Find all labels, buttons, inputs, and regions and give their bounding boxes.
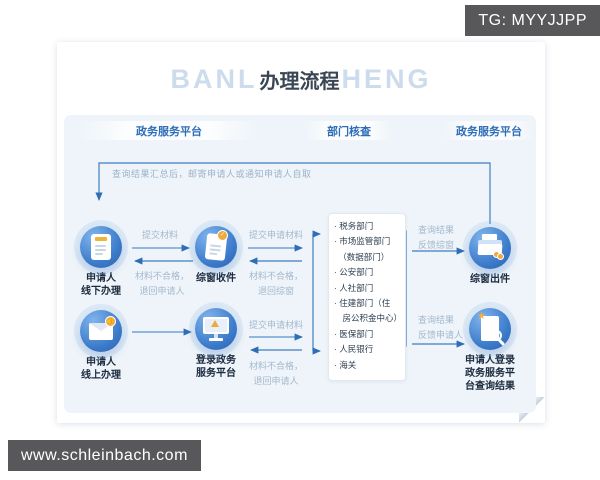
stamped-document-icon: ✓: [195, 226, 237, 268]
department-line: · 税务部门: [334, 221, 374, 231]
department-line: （数据部门）: [334, 251, 390, 262]
lane-header-department-check: 部门核查: [305, 121, 393, 140]
page-title: 办理流程: [259, 70, 340, 93]
document-search-icon: ★: [469, 308, 511, 350]
node-window-dispatch: 综窗出件: [445, 227, 535, 286]
stamp-badge-icon: ✓: [217, 230, 228, 241]
node-offline-applicant: 申请人线下办理: [56, 226, 146, 298]
thumb-up-badge-icon: 👍: [105, 316, 116, 327]
department-line: 房公积金中心）: [334, 313, 403, 324]
node-online-applicant: 👍 申请人线上办理: [56, 310, 146, 382]
loop-note-label: 查询结果汇总后，邮寄申请人或通知申请人自取: [112, 169, 312, 179]
node-window-receive: ✓ 综窗收件: [171, 226, 261, 285]
folder-documents-icon: [469, 227, 511, 269]
edge-label-reject-applicant-1: 材料不合格，退回申请人: [134, 271, 189, 296]
envelope-icon: 👍: [80, 310, 122, 352]
department-line: · 海关: [334, 359, 357, 370]
tg-watermark-badge: TG: MYYJJPP: [465, 5, 600, 36]
department-line: · 医保部门: [334, 328, 374, 339]
node-label: 综窗收件: [196, 273, 236, 284]
node-query-result: ★ 申请人登录政务服务平台查询结果: [445, 308, 535, 393]
department-line: · 市场监管部门: [334, 236, 391, 247]
node-label: 申请人线下办理: [81, 273, 121, 297]
edge-label-submit-application-2: 提交申请材料: [248, 320, 303, 330]
edge-label-feedback-applicant: 查询结果反馈申请人: [418, 315, 464, 340]
watermark-text-left: BANL: [170, 63, 258, 94]
title-block: BANL 办理流程 HENG: [57, 62, 545, 96]
lane-header-platform-left: 政务服务平台: [78, 121, 260, 140]
star-icon: ★: [477, 311, 486, 322]
department-line: · 人民银行: [334, 344, 374, 355]
watermark-text-right: HENG: [341, 63, 432, 94]
edge-label-feedback-window: 查询结果反馈综窗: [418, 225, 455, 250]
department-line: · 公安部门: [334, 267, 374, 278]
edge-label-reject-applicant-2: 材料不合格，退回申请人: [248, 361, 303, 386]
department-line: · 人社部门: [334, 282, 374, 293]
coin-icon: [497, 253, 504, 260]
department-line: · 住建部门（住: [334, 298, 391, 309]
edge-label-submit-materials: 提交材料: [141, 230, 178, 240]
lane-header-platform-right: 政务服务平台: [444, 121, 534, 140]
magnifier-icon: [491, 330, 502, 341]
edge-label-submit-application-1: 提交申请材料: [248, 230, 303, 240]
node-login-platform: 登录政务服务平台: [171, 308, 261, 380]
node-label: 综窗出件: [470, 274, 510, 285]
clipboard-icon: [80, 226, 122, 268]
node-label: 登录政务服务平台: [196, 355, 236, 379]
monitor-icon: [195, 308, 237, 350]
edge-label-reject-window: 材料不合格，退回综窗: [248, 271, 303, 296]
department-list-box: · 税务部门 · 市场监管部门 （数据部门） · 公安部门 · 人社部门 · 住建部门（…: [328, 213, 406, 381]
node-label: 申请人登录政务服务平台查询结果: [465, 355, 515, 392]
node-label: 申请人线上办理: [81, 357, 121, 381]
site-watermark-badge: www.schleinbach.com: [8, 440, 201, 471]
